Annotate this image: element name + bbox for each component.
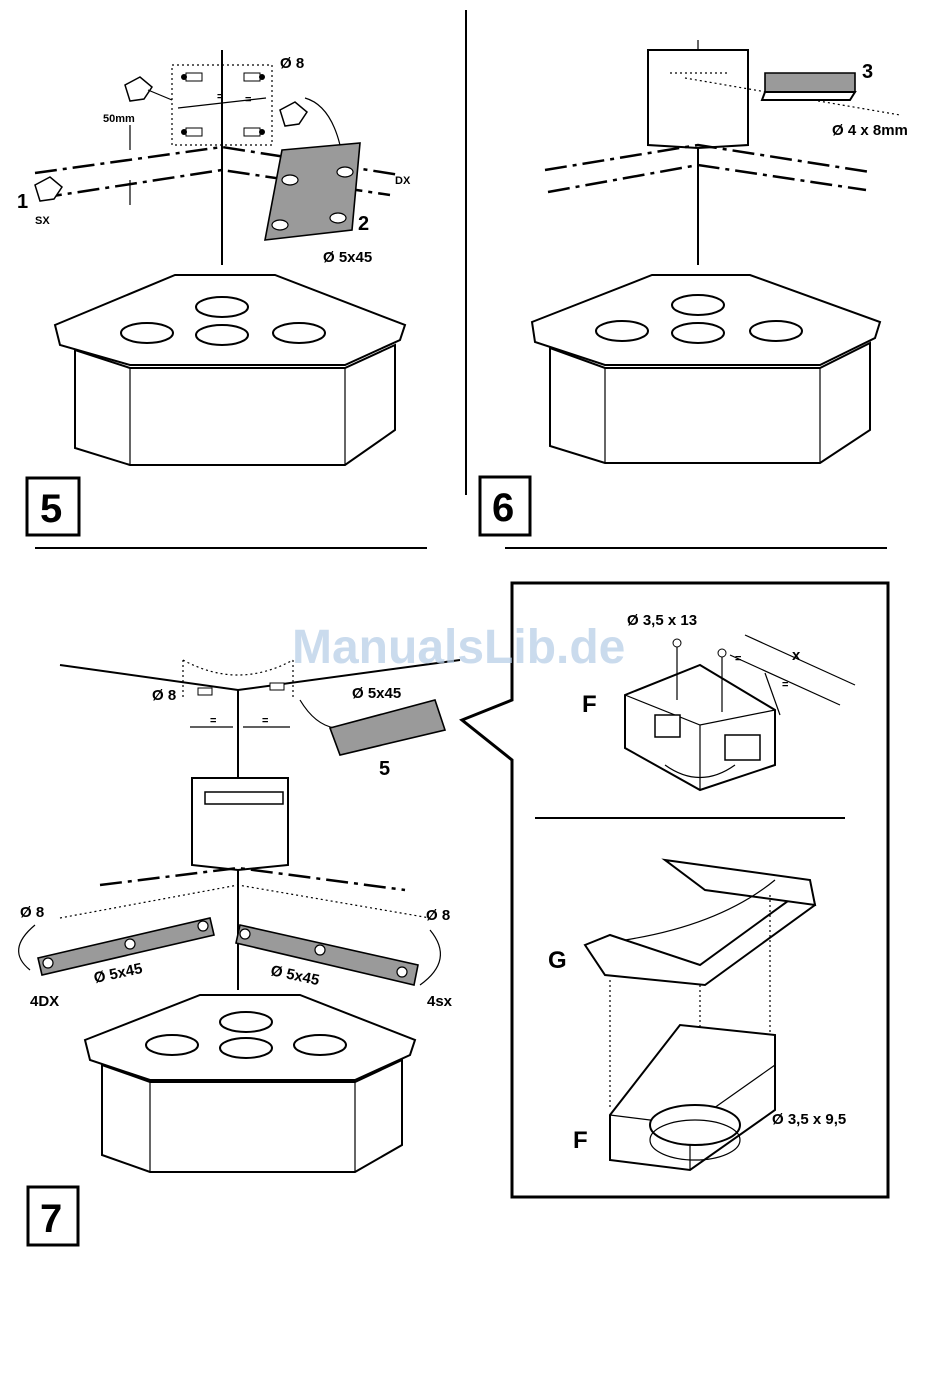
step-6-number: 6 (492, 486, 514, 530)
label-f-bottom: F (573, 1127, 588, 1154)
label-1: 1 (17, 191, 28, 213)
bracket-3 (765, 73, 855, 92)
screw-35x13-label: Ø 3,5 x 13 (627, 612, 697, 629)
dim-x-label: x (792, 647, 801, 664)
dia-8-left-label: Ø 8 (20, 904, 44, 921)
curved-arrow (305, 98, 340, 145)
screw-35x95-label: Ø 3,5 x 9,5 (772, 1111, 846, 1128)
label-4dx: 4DX (30, 993, 59, 1010)
dia-8-right-label: Ø 8 (426, 907, 450, 924)
watermark: ManualsLib.de (292, 621, 625, 674)
mark-line-bottom-6 (548, 165, 866, 192)
equal-mark-2: = (245, 94, 251, 106)
equal-mark-7a: = (210, 715, 216, 727)
bracket-5 (330, 700, 445, 755)
label-g: G (548, 947, 567, 974)
label-4sx: 4sx (427, 993, 453, 1010)
equal-mark: = (217, 91, 223, 103)
corner-cabinet-6 (532, 275, 880, 463)
mark-line-top-6 (545, 145, 870, 172)
dia-8-top-label: Ø 8 (152, 687, 176, 704)
screw-5x45-top-label: Ø 5x45 (352, 685, 401, 702)
mark-line-7 (100, 868, 405, 890)
screw-left-label: Ø 5x45 (92, 960, 144, 987)
detail-box: Ø 3,5 x 13 x = = F G Ø 3,5 x 9,5 F (462, 583, 888, 1197)
label-5: 5 (379, 758, 390, 780)
label-3: 3 (862, 61, 873, 83)
label-sx: SX (35, 215, 50, 227)
equal-detail-b: = (782, 679, 788, 691)
label-f-top: F (582, 691, 597, 718)
step-7-figure: = = Ø 8 Ø 5x45 5 Ø 8 Ø 8 Ø 5x45 Ø 5x45 4… (19, 660, 460, 1245)
label-dx: DX (395, 175, 411, 187)
equal-detail-a: = (735, 653, 741, 665)
screw-5x45-label: Ø 5x45 (323, 249, 372, 266)
chimney-top (648, 50, 748, 148)
step-5-figure: = = 50mm DX 1 SX 2 Ø 8 Ø 5x45 (17, 50, 411, 535)
equal-mark-7b: = (262, 715, 268, 727)
drill-icon (35, 77, 307, 201)
dia-8-label: Ø 8 (280, 55, 304, 72)
corner-cabinet-7 (85, 995, 415, 1172)
step-7-number: 7 (40, 1197, 62, 1241)
corner-cabinet (55, 275, 405, 465)
bracket-4sx (236, 925, 418, 985)
dim-50mm: 50mm (103, 113, 135, 125)
label-2: 2 (358, 213, 369, 235)
screw-4x8-label: Ø 4 x 8mm (832, 122, 908, 139)
step-6-figure: 3 Ø 4 x 8mm 6 (480, 40, 908, 535)
screw-right-label: Ø 5x45 (269, 962, 321, 989)
step-5-number: 5 (40, 487, 62, 531)
